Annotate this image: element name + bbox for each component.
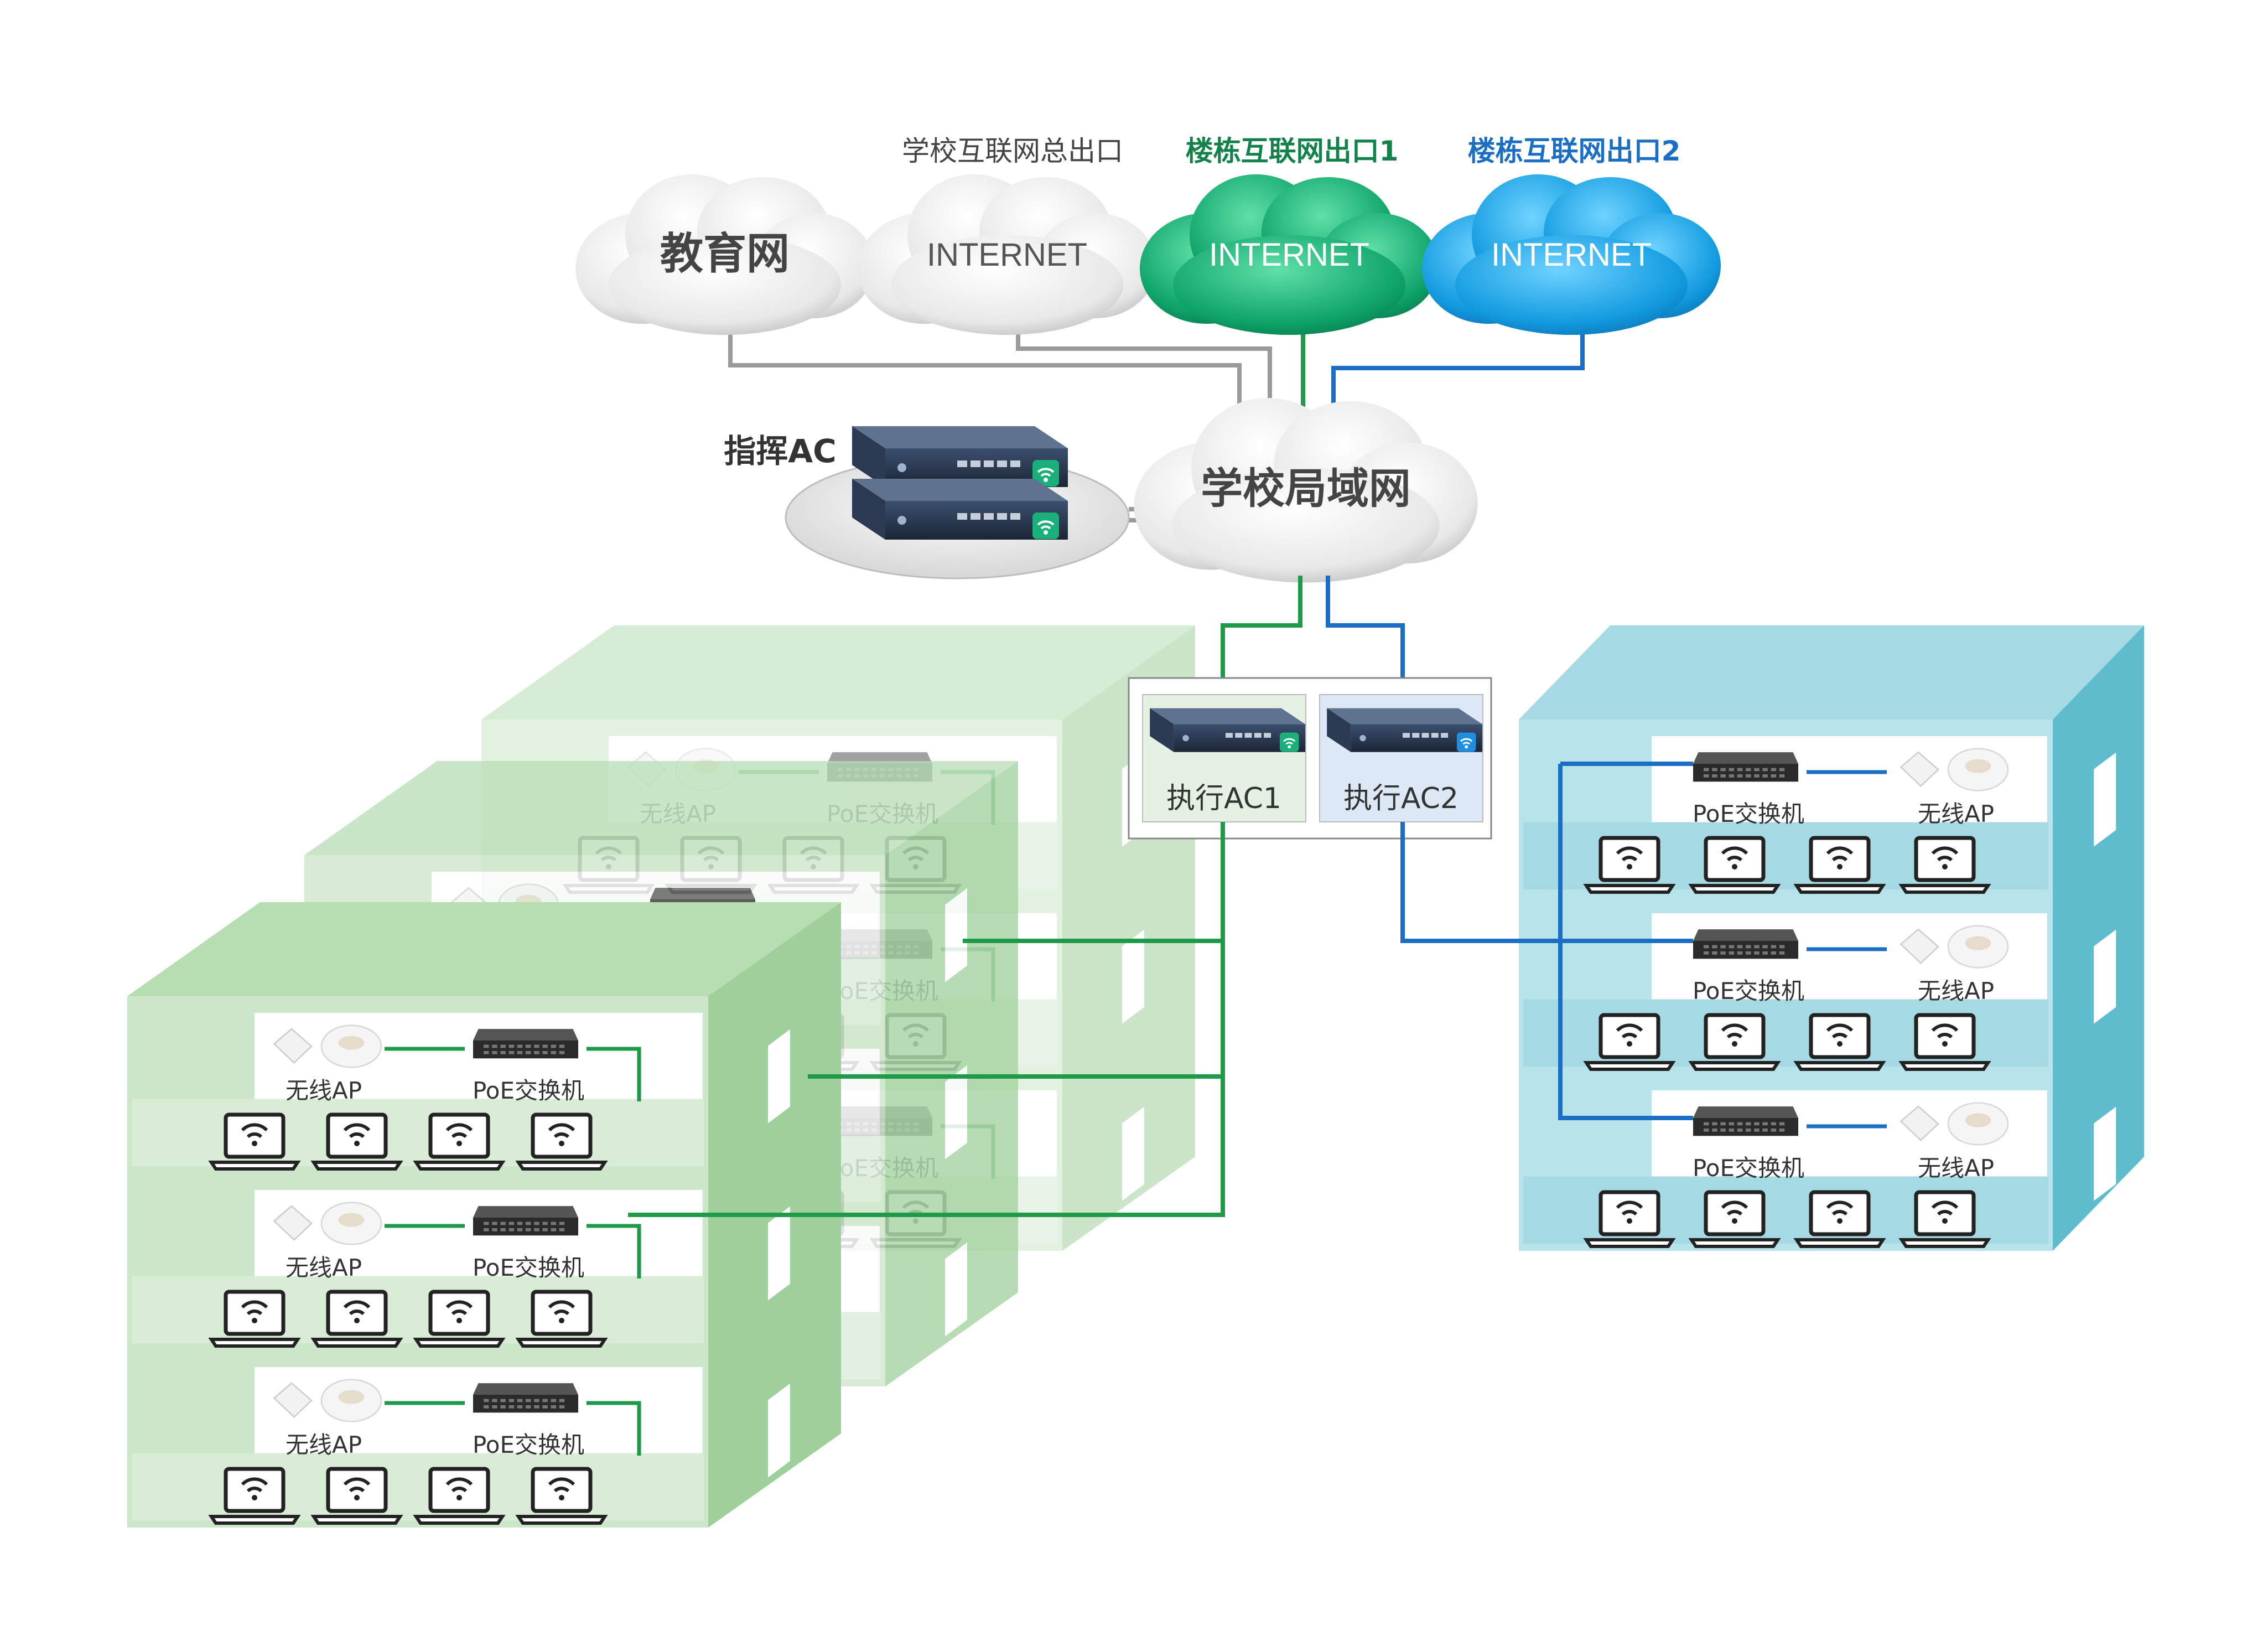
cloud-internet-b2-caption: 楼栋互联网出口2 [1468, 135, 1681, 167]
exec-ac2-label: 执行AC2 [1343, 782, 1459, 815]
building-window [768, 1206, 790, 1301]
exec-ac1-label: 执行AC1 [1166, 782, 1281, 815]
laptop-icon [211, 1292, 298, 1346]
internet-b2-link [1331, 315, 1585, 432]
building-window [945, 888, 967, 982]
switch-icon [1693, 1106, 1798, 1136]
switch-label: PoE交换机 [1693, 977, 1804, 1005]
building-roof [481, 625, 1195, 720]
lan-to-ac-lines [1221, 576, 1405, 700]
switch-uplink [587, 1401, 641, 1456]
laptop-icon [1691, 1015, 1778, 1069]
laptop-icon [416, 1292, 502, 1346]
laptop-icon [211, 1115, 298, 1169]
laptop-icon [1586, 838, 1673, 892]
ac-distribution-lines [628, 762, 1693, 1217]
command-ac-device-bottom [852, 479, 1068, 540]
laptop-icon [1902, 838, 1988, 892]
switch-label: PoE交换机 [1693, 800, 1804, 827]
cloud-internet-b1-caption: 楼栋互联网出口1 [1186, 135, 1399, 167]
laptop-icon [1691, 1192, 1778, 1246]
building-window [945, 1242, 967, 1337]
building-window [945, 1065, 967, 1160]
ap-label: 无线AP [286, 1254, 362, 1281]
ac2-trunk [1400, 822, 1560, 943]
cloud-edu-label: 教育网 [660, 229, 790, 279]
building-window [768, 1383, 790, 1478]
floor-band [132, 1453, 704, 1521]
laptop-icon [211, 1469, 298, 1523]
green-buildings: 无线APPoE交换机无线APPoE交换机无线APPoE交换机无线APPoE交换机… [127, 625, 1195, 1528]
command-ac-device-top [852, 426, 1068, 488]
switch-icon [1693, 929, 1798, 959]
switch-icon [473, 1206, 578, 1236]
laptop-icon [416, 1469, 502, 1523]
building-roof [304, 761, 1018, 855]
building-side [2053, 625, 2144, 1251]
building-window [1122, 929, 1144, 1024]
building-side [885, 761, 1018, 1386]
cloud-internet-b1-label: INTERNET [1209, 237, 1369, 273]
laptop-icon [518, 1292, 605, 1346]
cloud-internet-b2: INTERNET [1422, 174, 1721, 335]
building-window [2094, 752, 2116, 847]
laptop-icon [1902, 1015, 1988, 1069]
switch-uplink [587, 1224, 641, 1279]
cloud-internet-main-caption: 学校互联网总出口 [902, 135, 1123, 167]
switch-label: PoE交换机 [473, 1431, 584, 1458]
cloud-internet-b2-label: INTERNET [1491, 237, 1652, 273]
exec-ac1-device [1150, 708, 1305, 753]
blue-building-main: PoE交换机无线APPoE交换机无线APPoE交换机无线AP [1519, 625, 2144, 1251]
switch-label: PoE交换机 [1693, 1155, 1804, 1182]
command-ac: 指挥AC [724, 426, 1130, 579]
building-window [2094, 929, 2116, 1024]
edu-link [728, 315, 1242, 432]
cloud-lan-label: 学校局域网 [1201, 464, 1410, 513]
exec-ac-group: 执行AC1 执行AC2 [1128, 677, 1492, 840]
laptop-icon [314, 1469, 400, 1523]
switch-icon [473, 1383, 578, 1413]
laptop-icon [1797, 1192, 1883, 1246]
laptop-icon [1586, 1015, 1673, 1069]
building-window [768, 1029, 790, 1124]
floor-band [132, 1276, 704, 1344]
switch-icon [473, 1029, 578, 1059]
laptop-icon [518, 1469, 605, 1523]
laptop-icon [518, 1115, 605, 1169]
building-roof [1519, 625, 2144, 720]
cloud-edu: 教育网 [575, 174, 874, 335]
laptop-icon [1691, 838, 1778, 892]
building-window [1122, 1106, 1144, 1201]
ac1-trunk [628, 822, 1225, 1217]
switch-label: PoE交换机 [473, 1077, 584, 1104]
switch-icon [1693, 752, 1798, 782]
exec-ac2-device [1327, 708, 1482, 753]
cloud-internet-main-label: INTERNET [927, 237, 1087, 273]
switch-label: PoE交换机 [473, 1254, 584, 1281]
cloud-internet-main: INTERNET [858, 174, 1156, 335]
cloud-internet-b1: INTERNET [1140, 174, 1439, 335]
switch-uplink [587, 1047, 641, 1101]
ap-label: 无线AP [1918, 977, 1994, 1005]
command-ac-label: 指挥AC [724, 432, 836, 470]
laptop-icon [416, 1115, 502, 1169]
ap-label: 无线AP [1918, 800, 1994, 827]
cloud-lan: 学校局域网 [1134, 398, 1478, 583]
building-roof [127, 902, 841, 996]
ap-label: 无线AP [286, 1077, 362, 1104]
laptop-icon [314, 1115, 400, 1169]
laptop-icon [1797, 838, 1883, 892]
laptop-icon [1586, 1192, 1673, 1246]
ap-label: 无线AP [1918, 1155, 1994, 1182]
laptop-icon [314, 1292, 400, 1346]
building-window [2094, 1106, 2116, 1201]
blue-building: PoE交换机无线APPoE交换机无线APPoE交换机无线AP [1519, 625, 2144, 1251]
floor-band [132, 1099, 704, 1167]
ac2-riser [1558, 764, 1693, 1120]
ap-label: 无线AP [286, 1431, 362, 1458]
laptop-icon [1902, 1192, 1988, 1246]
laptop-icon [1797, 1015, 1883, 1069]
